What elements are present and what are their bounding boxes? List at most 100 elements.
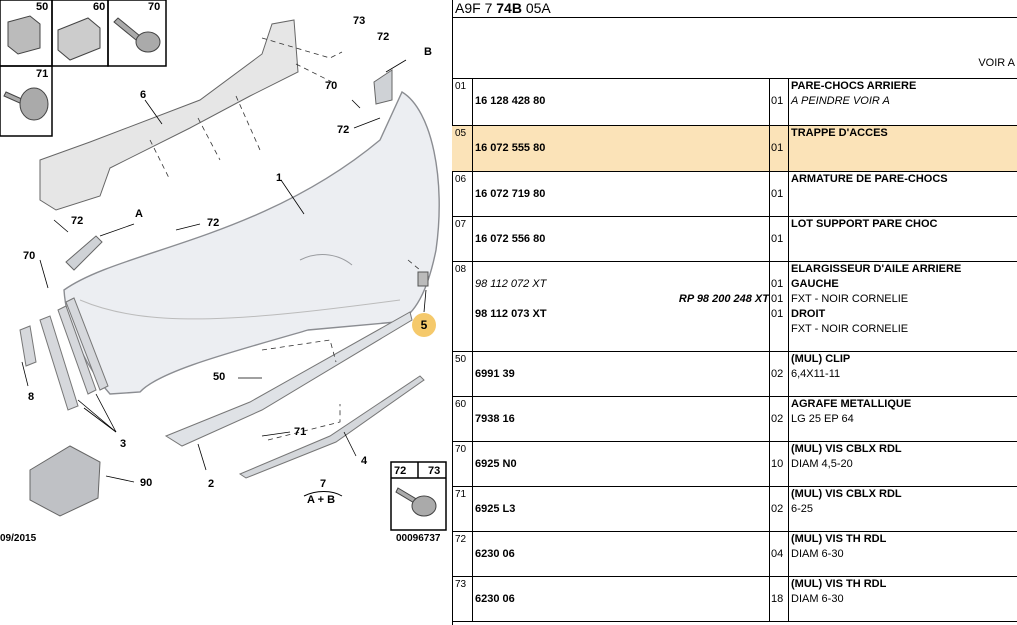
voir-note: VOIR A xyxy=(978,57,1015,69)
callout-70-top: 70 xyxy=(325,80,338,92)
callout-8: 8 xyxy=(28,391,35,403)
callout-3: 3 xyxy=(120,438,127,450)
part-finish-right: FXT - NOIR CORNELIE xyxy=(791,323,909,335)
bumper-illustration xyxy=(0,0,447,531)
part-number: 6230 06 xyxy=(475,593,515,605)
part-number: 16 072 719 80 xyxy=(475,188,546,200)
row-position: 72 xyxy=(452,531,473,577)
quantity: 18 xyxy=(771,593,784,605)
ref-part-a: A9F 7 xyxy=(455,0,493,16)
quantity: 04 xyxy=(771,548,784,560)
table-row[interactable]: 06 16 072 719 80 01 ARMATURE DE PARE-CHO… xyxy=(452,171,1017,217)
part-description: ARMATURE DE PARE-CHOCS xyxy=(791,173,948,185)
part-spec: DIAM 4,5-20 xyxy=(791,458,853,470)
callout-b: B xyxy=(424,46,432,58)
callout-5-highlighted: 5 xyxy=(412,313,436,337)
corner-ref-60: 60 xyxy=(93,1,106,13)
table-row-highlighted[interactable]: 05 16 072 555 80 01 TRAPPE D'ACCES xyxy=(452,125,1017,172)
part-description: ELARGISSEUR D'AILE ARRIERE xyxy=(791,263,962,275)
support-b-part xyxy=(373,69,393,105)
callout-72-mid: 72 xyxy=(207,217,220,229)
row-position: 70 xyxy=(452,441,473,487)
corner-ref-50: 50 xyxy=(36,1,49,13)
row-position: 71 xyxy=(452,486,473,532)
catalog-reference: A9F 7 74B 05A xyxy=(455,0,551,16)
quantity: 01 xyxy=(771,142,784,154)
table-row[interactable]: 07 16 072 556 80 01 LOT SUPPORT PARE CHO… xyxy=(452,216,1017,262)
quantity: 02 xyxy=(771,503,784,515)
part-number: 6991 39 xyxy=(475,368,515,380)
part-number-right: 98 112 073 XT xyxy=(475,308,547,320)
part-number-left: 98 112 072 XT xyxy=(475,278,547,290)
part-number: 6230 06 xyxy=(475,548,515,560)
corner-ref-71: 71 xyxy=(36,68,49,80)
part-spec: 6,4X11-11 xyxy=(791,368,841,380)
screw-71-part xyxy=(3,87,49,121)
assembly-lines xyxy=(149,37,421,441)
armature-part xyxy=(39,19,299,211)
part-description: (MUL) VIS TH RDL xyxy=(791,578,887,590)
inset-ref-73: 73 xyxy=(428,465,441,477)
row-position: 07 xyxy=(452,216,473,262)
quantity: 01 xyxy=(771,308,784,320)
row-position: 50 xyxy=(452,351,473,397)
part-description: (MUL) CLIP xyxy=(791,353,851,365)
part-description: LOT SUPPORT PARE CHOC xyxy=(791,218,938,230)
corner-ref-70: 70 xyxy=(148,1,161,13)
callout-a: A xyxy=(135,208,143,220)
inset-box xyxy=(390,461,447,531)
clip-50-part xyxy=(7,15,41,55)
callout-70-left: 70 xyxy=(23,250,36,262)
callout-a-plus-b: A + B xyxy=(307,494,336,506)
callout-73: 73 xyxy=(353,15,366,27)
quantity: 01 xyxy=(771,293,784,305)
table-row[interactable]: 01 16 128 428 80 01 PARE-CHOCS ARRIERE A … xyxy=(452,78,1017,126)
part-variant-right: DROIT xyxy=(791,308,826,320)
part-number: 16 128 428 80 xyxy=(475,95,546,107)
table-row[interactable]: 08 98 112 072 XT RP 98 200 248 XT 98 112… xyxy=(452,261,1017,352)
row-position: 01 xyxy=(452,78,473,126)
support-a-part xyxy=(65,235,103,271)
part-description: PARE-CHOCS ARRIERE xyxy=(791,80,917,92)
ref-part-b: 74B xyxy=(496,0,522,16)
part-number: 16 072 556 80 xyxy=(475,233,546,245)
diagram-doc-number: 00096737 xyxy=(396,533,441,544)
quantity: 01 xyxy=(771,95,784,107)
header-rule xyxy=(452,17,1017,18)
replacement-part-number: RP 98 200 248 XT xyxy=(678,293,769,305)
callout-2: 2 xyxy=(208,478,215,490)
clips-bag-part xyxy=(29,445,101,517)
callout-90: 90 xyxy=(140,477,153,489)
quantity: 02 xyxy=(771,413,784,425)
screw-70-part xyxy=(113,17,161,53)
part-description: (MUL) VIS CBLX RDL xyxy=(791,443,902,455)
row-position: 06 xyxy=(452,171,473,217)
bumper-part xyxy=(63,90,440,395)
quantity: 10 xyxy=(771,458,784,470)
access-trap-part xyxy=(417,271,429,287)
parts-table: 01 16 128 428 80 01 PARE-CHOCS ARRIERE A … xyxy=(452,78,1017,622)
part-description: AGRAFE METALLIQUE xyxy=(791,398,912,410)
quantity: 01 xyxy=(771,233,784,245)
leader-lines xyxy=(21,59,427,483)
corner-ref-boxes xyxy=(0,0,167,137)
inset-bolt-part xyxy=(395,487,437,517)
quantity: 01 xyxy=(771,278,784,290)
ref-part-c: 05A xyxy=(525,0,551,16)
part-note: A PEINDRE VOIR A xyxy=(791,95,890,107)
callout-1: 1 xyxy=(276,172,283,184)
part-spec: 6-25 xyxy=(791,503,814,515)
callout-71: 71 xyxy=(294,426,307,438)
callout-7: 7 xyxy=(320,478,327,490)
part-finish-left: FXT - NOIR CORNELIE xyxy=(791,293,909,305)
callout-72-right: 72 xyxy=(337,124,350,136)
exploded-diagram: 50 60 70 71 73 72 B 70 72 6 1 72 A 72 70… xyxy=(0,0,452,625)
part-description: TRAPPE D'ACCES xyxy=(791,127,888,139)
part-spec: DIAM 6-30 xyxy=(791,548,844,560)
